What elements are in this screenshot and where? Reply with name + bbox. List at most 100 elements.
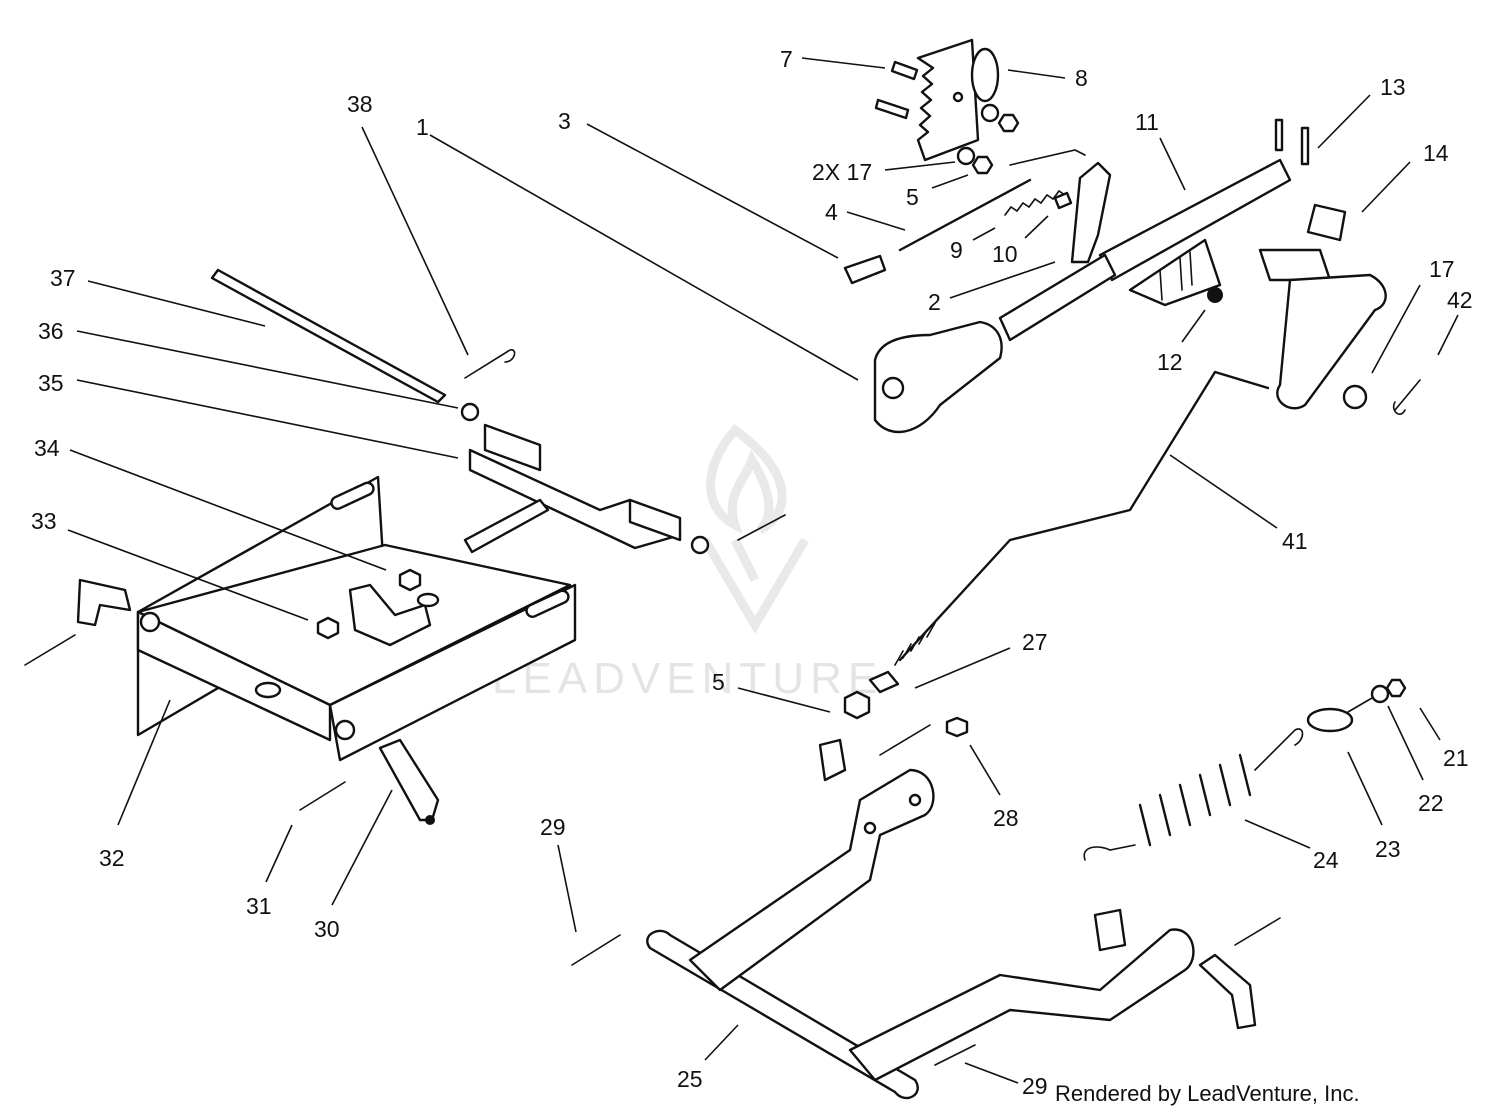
washer-22 (1370, 684, 1390, 704)
pin-30 (378, 738, 440, 822)
pin-10 (1053, 191, 1073, 210)
callout-17a: 2X 17 (812, 159, 872, 185)
callout-30: 30 (314, 916, 340, 942)
link-pin (463, 498, 550, 554)
bracket-hole-right (334, 719, 356, 741)
leader-lines (67, 57, 1459, 1084)
leader-1 (429, 134, 859, 381)
washer-17b (1342, 384, 1368, 410)
leader-25 (704, 1024, 739, 1061)
leader-33 (67, 529, 309, 621)
plate-14 (1306, 203, 1347, 242)
callout-41: 41 (1282, 528, 1308, 554)
bracket-floor-edge (136, 610, 332, 742)
callout-27: 27 (1022, 629, 1048, 655)
pin-left (76, 578, 132, 627)
callout-32: 32 (99, 845, 125, 871)
leader-11 (1159, 137, 1186, 191)
bracket-tab-34 (348, 583, 432, 647)
leader-5a (931, 174, 969, 189)
watermark-v-icon (701, 537, 809, 634)
callout-23: 23 (1375, 836, 1401, 862)
bracket-hole-left (139, 611, 161, 633)
lever-hole (881, 376, 905, 400)
leader-23 (1347, 751, 1383, 826)
callout-17b: 17 (1429, 256, 1455, 282)
callout-14: 14 (1423, 140, 1449, 166)
callout-3: 3 (558, 108, 571, 134)
leader-8 (1007, 69, 1066, 79)
callouts: 1 2 3 4 5 5 7 8 9 10 11 12 13 14 2X 17 1… (31, 46, 1473, 1099)
watermark: LEADVENTURE (492, 423, 883, 703)
floor-hole (254, 681, 282, 699)
hairpin-31 (299, 781, 346, 811)
hanger-arm-right (848, 928, 1195, 1082)
hairpin-42 (1392, 379, 1421, 415)
leader-41 (1169, 454, 1278, 529)
leader-38 (361, 126, 469, 356)
washer (980, 103, 1000, 123)
lift-rod-41 (898, 370, 1270, 662)
callout-35: 35 (38, 370, 64, 396)
callout-31: 31 (246, 893, 272, 919)
callout-9: 9 (950, 237, 963, 263)
watermark-flame-icon (706, 423, 787, 534)
callout-34: 34 (34, 435, 60, 461)
watermark-text: LEADVENTURE (492, 654, 883, 703)
shaft-tube (998, 253, 1117, 342)
callout-2: 2 (928, 289, 941, 315)
deck-bracket-assembly (24, 475, 577, 825)
callout-5b: 5 (712, 669, 725, 695)
ratchet-plate-assembly (874, 38, 1020, 175)
shaft-bracket (1128, 238, 1222, 307)
spring-hook-left (1083, 844, 1136, 861)
eyebolt-23 (1306, 707, 1354, 733)
callout-21: 21 (1443, 745, 1469, 771)
callout-37: 37 (50, 265, 76, 291)
bolt (874, 98, 910, 120)
callout-29b: 29 (1022, 1073, 1048, 1099)
nut-21 (1385, 678, 1407, 698)
lift-shaft-assembly (873, 118, 1421, 434)
front-hanger-assembly (571, 768, 1281, 1100)
bracket-2 (1070, 161, 1112, 264)
trunnion-27 (868, 670, 900, 694)
leader-4 (846, 211, 906, 231)
lift-rod-assembly (818, 370, 1270, 782)
callout-24: 24 (1313, 847, 1339, 873)
rod-4 (898, 178, 1032, 252)
hairpin-link (737, 514, 786, 541)
lever-1 (873, 320, 1003, 434)
callout-5a: 5 (906, 184, 919, 210)
leader-35 (76, 379, 459, 459)
ratchet-plate (916, 38, 980, 162)
callout-4: 4 (825, 199, 838, 225)
leader-9 (972, 227, 996, 241)
link-tube-bottom (628, 498, 682, 542)
leader-24 (1244, 819, 1311, 849)
pin-13b (1300, 126, 1310, 166)
bracket-wall-front (328, 583, 577, 762)
crank-hub (1258, 248, 1332, 282)
hairpin-clip (879, 724, 931, 756)
leader-17b (1371, 284, 1421, 374)
hairpin-left (24, 634, 76, 666)
leader-27 (914, 647, 1011, 689)
eyebolt-shank (1347, 697, 1373, 713)
leader-14 (1361, 161, 1411, 213)
callout-29a: 29 (540, 814, 566, 840)
spring-9 (1004, 189, 1066, 216)
callout-8: 8 (1075, 65, 1088, 91)
callout-36: 36 (38, 318, 64, 344)
arm-hole-1 (863, 821, 877, 835)
pin-13a (1274, 118, 1284, 152)
nut-33 (316, 616, 340, 640)
tab-hole (416, 592, 440, 608)
callout-11: 11 (1135, 109, 1159, 135)
crank-arm (1276, 273, 1387, 410)
nut-5 (971, 155, 994, 175)
leader-5b (737, 687, 831, 713)
callout-25: 25 (677, 1066, 703, 1092)
nut (997, 113, 1020, 133)
